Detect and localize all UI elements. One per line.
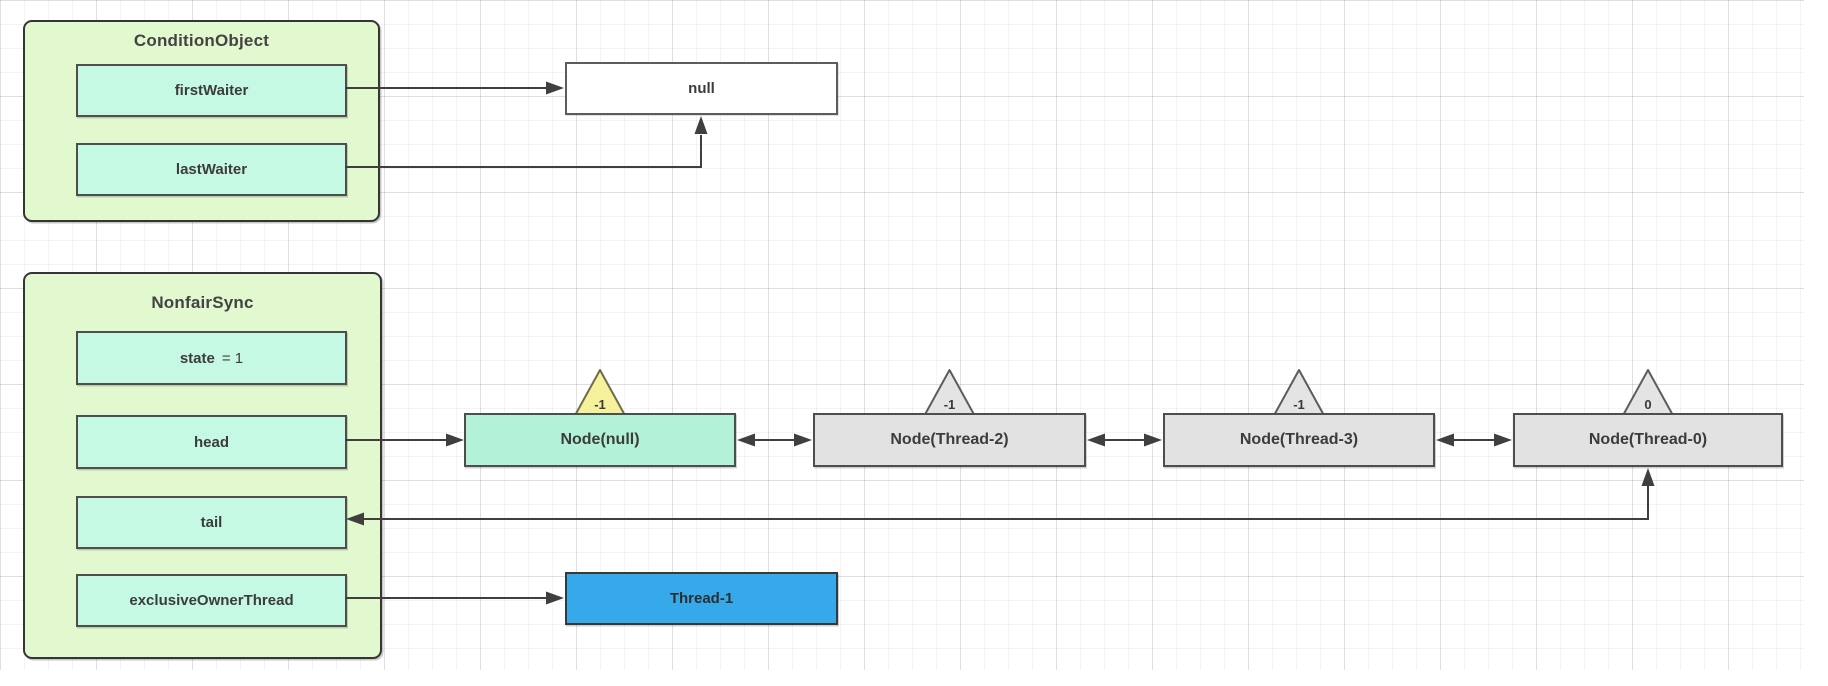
arrowhead-left-icon — [737, 433, 755, 447]
wait-status-label: -1 — [594, 397, 606, 412]
nonfair-sync-title: NonfairSync — [151, 293, 254, 312]
arrowhead-right-icon — [794, 433, 812, 447]
field-head: head — [76, 415, 347, 469]
arrowhead-right-icon — [1494, 433, 1512, 447]
queue-node-head: Node(null) — [464, 413, 736, 467]
field-tail: tail — [76, 496, 347, 549]
queue-node-thread-3: Node(Thread-3) — [1163, 413, 1435, 467]
field-first-waiter-label: firstWaiter — [174, 82, 249, 99]
field-head-label: head — [193, 433, 229, 451]
field-first-waiter: firstWaiter — [76, 64, 347, 117]
queue-node-thread-2: Node(Thread-2) — [813, 413, 1086, 467]
field-tail-label: tail — [200, 514, 223, 531]
queue-node-label: Node(Thread-0) — [1588, 431, 1708, 448]
field-state-value: = 1 — [221, 349, 244, 367]
link-tail-node3 — [364, 486, 1649, 520]
nonfair-sync-container: NonfairSync state = 1 head tail exclusive… — [23, 272, 382, 659]
queue-node-thread-0: Node(Thread-0) — [1513, 413, 1783, 467]
arrowhead-left-icon — [346, 512, 364, 526]
wait-status-label: -1 — [944, 397, 956, 412]
wait-status-label: 0 — [1644, 397, 1651, 412]
queue-node-label: Node(null) — [560, 431, 640, 448]
field-exclusive-owner-thread-label: exclusiveOwnerThread — [129, 592, 294, 609]
arrowhead-right-icon — [446, 433, 464, 447]
arrowhead-left-icon — [1087, 433, 1105, 447]
arrowhead-up-icon — [1641, 468, 1655, 486]
condition-object-container: ConditionObject firstWaiter lastWaiter — [23, 20, 380, 222]
arrowhead-left-icon — [1436, 433, 1454, 447]
thread-node: Thread-1 — [565, 572, 838, 625]
arrowhead-right-icon — [546, 81, 564, 95]
thread-node-label: Thread-1 — [669, 590, 734, 607]
field-exclusive-owner-thread: exclusiveOwnerThread — [76, 574, 347, 627]
wait-status-label: -1 — [1293, 397, 1305, 412]
null-node: null — [565, 62, 838, 115]
arrowhead-right-icon — [1144, 433, 1162, 447]
field-state: state = 1 — [76, 331, 347, 385]
field-last-waiter: lastWaiter — [76, 143, 347, 196]
null-node-label: null — [688, 80, 715, 97]
field-state-name: state — [179, 349, 215, 367]
queue-node-label: Node(Thread-3) — [1239, 431, 1359, 448]
arrowhead-up-icon — [694, 116, 708, 134]
arrowhead-right-icon — [546, 591, 564, 605]
field-last-waiter-label: lastWaiter — [175, 161, 248, 178]
arrow-lastwaiter-to-null — [345, 135, 702, 168]
condition-object-title: ConditionObject — [133, 31, 270, 50]
queue-node-label: Node(Thread-2) — [890, 431, 1009, 448]
